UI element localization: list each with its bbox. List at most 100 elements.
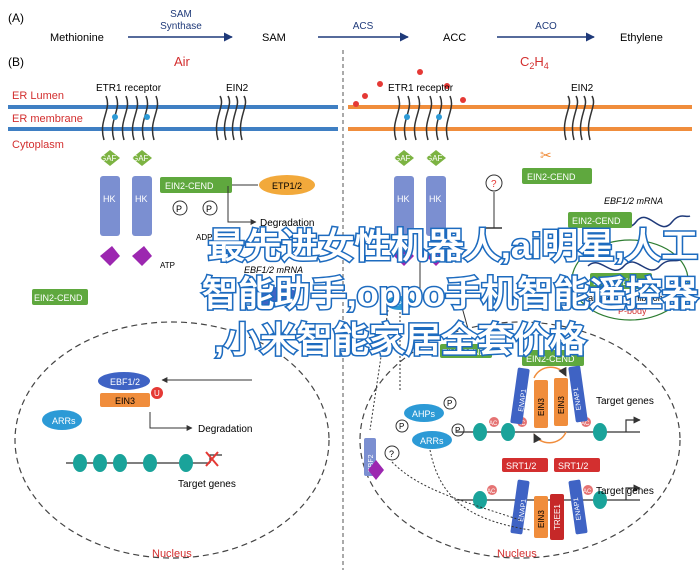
nucleus-left-label: Nucleus: [152, 548, 192, 560]
ein2-cend-right-mid-label: EIN2-CEND: [572, 216, 621, 226]
target-genes-right-1: Target genes: [596, 396, 654, 407]
kd-right-2-label: KD: [430, 255, 439, 261]
blocked-left: [205, 451, 219, 467]
hk-left-2: [132, 176, 152, 236]
hk-left-2-label: HK: [135, 194, 148, 204]
ethylene-dot-6: [460, 97, 466, 103]
ethylene-label: Ethylene: [620, 32, 663, 44]
ac-rl-2-label: AC: [583, 489, 592, 495]
arrs-left: [42, 410, 82, 430]
nucleosome-left-3: [113, 454, 127, 472]
nucleosome-ru-1: [473, 423, 487, 441]
hps-right-label: HPs: [392, 301, 406, 308]
hk-right-1-label: HK: [397, 194, 410, 204]
hk-left-1-label: HK: [103, 194, 116, 204]
etr1-cu-left-2: [144, 114, 150, 120]
etp1-2-label: ETP1/2: [272, 181, 302, 191]
enap1-right-4: [568, 479, 588, 535]
tree1-right: [550, 494, 564, 540]
ubiquitin-left-label: U: [154, 389, 160, 398]
ebf12-nucleus-left-label: EBF1/2: [110, 377, 140, 387]
nucleus-right-label: Nucleus: [497, 548, 537, 560]
ein2-helix-left: [215, 95, 247, 141]
watermark-line-3: ,小米智能家居全套价格: [214, 320, 587, 360]
panel-b-label: (B): [8, 55, 24, 69]
target-genes-right-2: Target genes: [596, 486, 654, 497]
ebf2-right-label: EBF2: [368, 454, 375, 472]
ethylene-dot-2: [377, 81, 383, 87]
ein3-left-label: EIN3: [115, 396, 135, 406]
right-pathway: ETR1 receptor EIN2 ✂ GAF GAF HK HK KD KD…: [353, 69, 691, 540]
etr1-cu-right-1: [404, 114, 410, 120]
nucleosome-rl-2: [593, 491, 607, 509]
question-circle-right: [485, 174, 503, 192]
aco-label: ACO: [535, 21, 557, 32]
enap1-right-2-label: ENAP1: [573, 387, 583, 411]
ahps-right: [404, 404, 444, 422]
gaf-right-2: [426, 150, 446, 166]
kd-right-2: [426, 246, 446, 266]
ebf12-mrna-right: EBF1/2 mRNA: [604, 196, 663, 206]
ein2-cend-bottom-left-label: EIN2-CEND: [34, 293, 83, 303]
nucleosome-left-5: [179, 454, 193, 472]
ac-ru-1-label: AC: [489, 421, 498, 427]
ebf12-nucleus-left: [98, 372, 150, 390]
er-membrane-left-bottom: [8, 127, 338, 131]
ein2-cend-right-top: [522, 168, 592, 184]
enap1-right-1: [510, 367, 530, 425]
translation-inhibition-label: Translation Inhibition: [580, 293, 663, 303]
srt12-right-2: [554, 458, 600, 472]
ac-ru-1: [489, 417, 499, 427]
ein3-left: [100, 393, 150, 407]
acs-label: ACS: [353, 21, 374, 32]
target-genes-left: Target genes: [178, 479, 236, 490]
arrs-left-label: ARRs: [52, 416, 76, 426]
nucleosome-left-4: [143, 454, 157, 472]
arrow-degradation-left: [227, 186, 257, 225]
phospho-left-2-label: P: [206, 204, 212, 214]
gaf-right-1: [394, 150, 414, 166]
etr1-cu-left-1: [112, 114, 118, 120]
atp-label: ATP: [160, 261, 175, 270]
etr1-receptor-label-right: ETR1 receptor: [388, 83, 454, 94]
ein3-right-3: [534, 496, 548, 538]
left-pathway: ETR1 receptor EIN2 GAF GAF HK HK EIN2-CE…: [32, 83, 315, 490]
ac-rl-1: [487, 485, 497, 495]
watermark-overlay: 最先进女性机器人,ai明星,人工 智能助手,oppo手机智能遥控器 ,小米智能家…: [201, 225, 700, 362]
acc-label: ACC: [443, 32, 466, 44]
er-membrane-right-top: [348, 105, 692, 109]
er-membrane-left-top: [8, 105, 338, 109]
gaf-right-2-label: GAF: [426, 154, 443, 163]
phospho-left-1: [172, 200, 188, 216]
ein3-right-3-label: EIN3: [537, 510, 546, 528]
ahps-phospho-label: P: [447, 399, 452, 408]
ein2-cend-pbody-label: EIN2-CEND: [593, 277, 642, 287]
ac-ru-2-label: AC: [517, 421, 526, 427]
tss-right-upper: [625, 416, 641, 432]
nucleosome-ru-2: [501, 423, 515, 441]
dotted-signaling-paths: [369, 309, 531, 531]
kd-ebf2: [368, 460, 384, 480]
ebf12-mrna-left: EBF1/2 mRNA: [244, 265, 303, 275]
ein3-right-2-label: EIN3: [557, 396, 566, 414]
arc-arrow-top: [533, 366, 567, 379]
tree1-right-label: TREE1: [553, 504, 562, 530]
ein2-cend-lower-right-label: EIN2-CEND: [442, 348, 485, 357]
phospho-left-2: [202, 200, 218, 216]
hk-right-1: [394, 176, 414, 236]
ein2-cend-right-mid: [568, 212, 632, 228]
p-body-ellipse: [571, 239, 689, 321]
hk-right-2-label: HK: [429, 194, 442, 204]
panel-a-label: (A): [8, 11, 24, 25]
ein2-cend-right-top-label: EIN2-CEND: [527, 172, 576, 182]
nucleus-left: [14, 321, 330, 559]
ein2-cend-nucleus-right-label: EIN2-CEND: [526, 354, 575, 364]
srt12-right-1-label: SRT1/2: [506, 461, 536, 471]
ethylene-dot-4: [417, 69, 423, 75]
etr1-receptor-label-left: ETR1 receptor: [96, 83, 162, 94]
ac-rl-1-label: AC: [487, 489, 496, 495]
ein3-right-2: [554, 378, 568, 426]
scissors-icon: ✂: [540, 147, 552, 163]
methionine-label: Methionine: [50, 32, 104, 44]
ethylene-dot-1: [362, 93, 368, 99]
